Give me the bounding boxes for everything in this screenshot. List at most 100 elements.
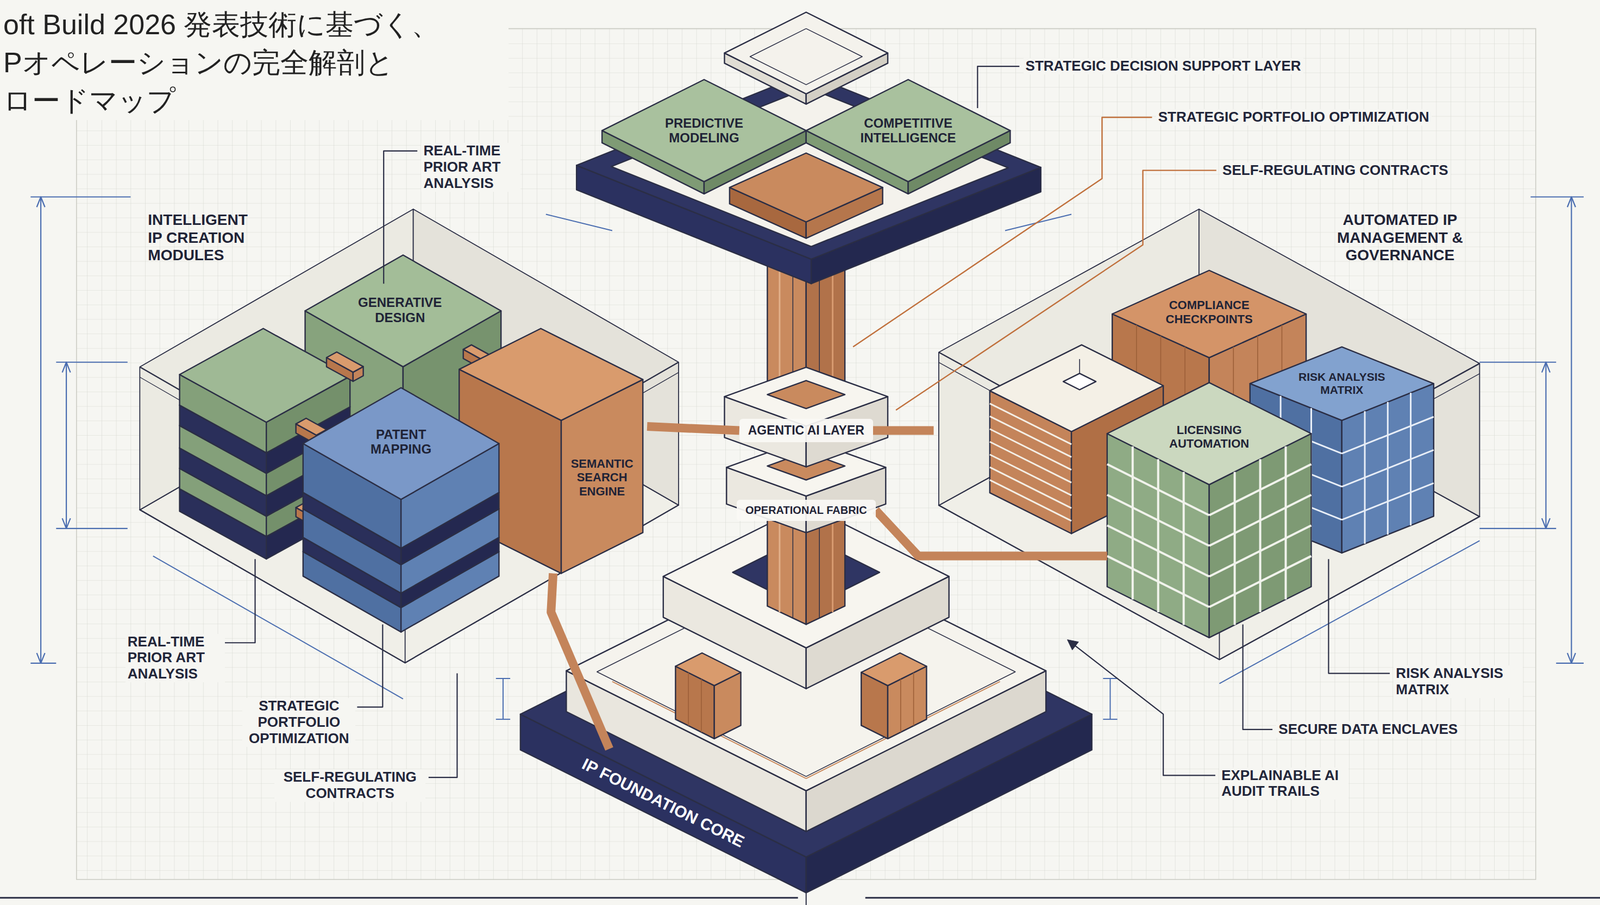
dimension-line [1102,718,1118,720]
beam-connector [875,510,1108,557]
layer-ring: OPERATIONAL FABRIC [736,499,876,522]
cube-detail [687,672,689,726]
dimension-line [496,678,511,680]
node-label: INTELLIGENT IP CREATION MODULES [147,211,257,265]
module-cube: GENERATIVE DESIGN [341,290,459,330]
platform-tile [749,28,863,85]
patent-stack [303,387,500,500]
grid-paper [76,28,1536,880]
dimension-arrow [1567,196,1576,207]
dimension-arrow [1541,362,1551,373]
window-grid [1209,464,1312,516]
agentic-ring [724,367,889,426]
window-grid [1284,446,1288,600]
governance-platform: COMPLIANCE CHECKPOINTS RISK ANALYSIS MATR… [933,198,1487,679]
leader-line [977,66,1020,109]
dimension-arrow [36,653,46,664]
window-grid [1209,494,1312,547]
callout-label: REAL-TIME PRIOR ART ANALYSIS [125,634,225,683]
layer-ring: AGENTIC AI LAYER [739,418,874,442]
cube-detail [700,679,702,733]
leader-line [210,559,256,643]
node-label: PREDICTIVE MODELING [647,115,762,146]
platform-tile [724,12,889,94]
core-block [861,653,927,686]
core-block [675,653,741,686]
node-label: AUTOMATED IP MANAGEMENT & GOVERNANCE [1334,211,1466,265]
cube-detail [913,672,915,726]
window-grid [1107,494,1210,547]
semantic-cube [459,328,643,421]
dimension-line [1530,196,1584,198]
node-label: COMPLIANCE CHECKPOINTS [1149,298,1270,326]
beam-connector [873,426,934,436]
beam-connector [550,573,610,750]
dimension-line [1545,362,1547,529]
dimension-line [40,196,42,663]
cube-slat [989,429,1072,470]
leader-line [895,170,1217,411]
column-section [767,380,845,409]
callout-label: EXPLAINABLE AI AUDIT TRAILS [1219,767,1349,801]
governance-cube: RISK ANALYSIS MATRIX [1280,366,1404,401]
bottom-rule [865,896,1600,899]
dimension-line [1479,361,1556,363]
callout-label: RISK ANALYSIS MATRIX [1393,665,1523,699]
node-label: COMPETITIVE INTELLIGENCE [845,115,971,146]
risk-cube [1250,347,1434,421]
leader-line [428,673,458,778]
beam-stub [326,352,364,373]
governance-cube: COMPLIANCE CHECKPOINTS [1145,293,1274,331]
dimension-line [1109,678,1111,720]
dimension-line [30,662,56,664]
dimension-line [1479,528,1556,530]
beam-connector [647,426,740,431]
leader-line [1328,559,1390,674]
window-grid [1107,464,1210,516]
compliance-cube [1112,270,1307,359]
strategy-tile: PREDICTIVE MODELING [642,111,766,150]
cube-slat [989,480,1072,522]
node-label: SEMANTIC SEARCH ENGINE [561,456,643,499]
dimension-line [502,678,504,720]
bottom-rule [805,883,807,905]
cube-slat [989,441,1072,483]
window-grid [1209,556,1312,608]
matrix-grid [1341,449,1434,487]
dimension-line [65,362,67,529]
dimension-line [1555,662,1584,664]
leader-line [852,117,1152,348]
cube-slat [989,416,1072,457]
dimension-line [1102,678,1118,680]
window-grid [1182,472,1185,626]
governance-cube: LICENSING AUTOMATION [1107,382,1312,638]
window-grid [1157,459,1160,613]
leader-line [356,624,383,707]
node-label: LICENSING AUTOMATION [1149,423,1270,451]
callout-label: STRATEGIC DECISION SUPPORT LAYER [1023,58,1304,75]
platform-tile [729,153,883,223]
callout-label: SELF-REGULATING CONTRACTS [274,769,426,802]
leader-line [383,151,418,284]
page-title: oft Build 2026 発表技術に基づく、 Pオペレーションの完全解剖と … [3,5,509,121]
strategy-tile: COMPETITIVE INTELLIGENCE [841,111,976,150]
leader-line [1243,624,1273,730]
dimension-arrow [1541,518,1551,529]
node-label: GENERATIVE DESIGN [345,295,455,325]
module-stack [179,328,351,423]
callout-label: STRATEGIC PORTFOLIO OPTIMIZATION [242,698,356,748]
cube-slat [989,403,1072,445]
matrix-grid [1341,416,1434,454]
window-grid [1259,459,1262,613]
node-label: OPERATIONAL FABRIC [741,504,872,517]
dimension-line [30,196,131,198]
leader-line [1071,642,1216,776]
bottom-rule [0,896,799,899]
leader-arrowhead [1067,640,1079,651]
dimension-arrow [62,362,71,373]
dimension-arrow [62,518,71,529]
node-label: AGENTIC AI LAYER [743,423,869,438]
